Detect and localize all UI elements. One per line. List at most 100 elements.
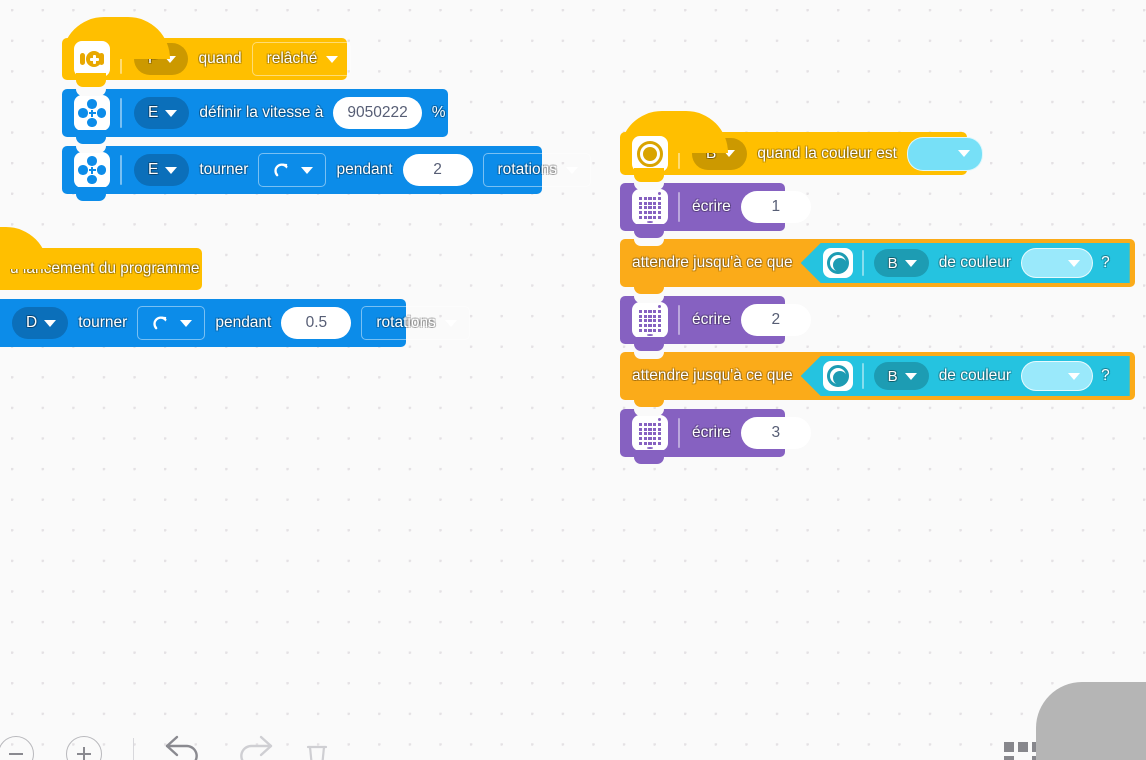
block-write-matrix-2[interactable]: écrire 2 xyxy=(620,296,811,351)
port-label: D xyxy=(26,314,38,331)
chevron-down-icon xyxy=(565,166,578,174)
block-label-when-start: u lancement du programme xyxy=(10,260,200,277)
block-motor-run-rotations[interactable]: D tourner pendant 0.5 rotations xyxy=(0,299,470,347)
chevron-down-icon xyxy=(1068,372,1081,380)
hub-button-icon xyxy=(74,41,110,77)
chevron-down-icon xyxy=(326,55,339,63)
block-when-color-is[interactable]: B quand la couleur est xyxy=(620,111,983,182)
dropdown-value: relâché xyxy=(266,50,318,67)
block-label-ecrire: écrire xyxy=(692,424,731,441)
matrix-text-input[interactable]: 1 xyxy=(740,191,811,223)
bottom-right-panel[interactable] xyxy=(1036,682,1146,760)
block-wait-until-1[interactable]: attendre jusqu'à ce que B de couleur ? xyxy=(620,239,1135,294)
chevron-down-icon xyxy=(1068,259,1081,267)
port-selector-e[interactable]: E xyxy=(134,154,190,186)
motor-icon xyxy=(74,152,110,188)
zoom-out-button[interactable] xyxy=(0,736,34,760)
unit-percent: % xyxy=(431,104,446,121)
block-label-ecrire: écrire xyxy=(692,311,731,328)
block-label-when-color: quand la couleur est xyxy=(757,144,897,162)
toolbar-divider xyxy=(133,738,135,760)
block-label-pendant: pendant xyxy=(336,161,393,178)
redo-icon xyxy=(232,729,278,760)
color-swatch-dropdown[interactable] xyxy=(906,136,983,171)
port-selector-e[interactable]: E xyxy=(134,97,190,129)
chevron-down-icon xyxy=(301,166,314,174)
divider xyxy=(120,155,122,185)
dropdown-unit[interactable]: rotations xyxy=(361,306,470,340)
divider xyxy=(678,418,680,448)
chevron-down-icon xyxy=(164,55,177,63)
boolean-is-color[interactable]: B de couleur ? xyxy=(800,243,1130,283)
port-selector-d[interactable]: D xyxy=(12,307,69,339)
zoom-out-icon xyxy=(0,736,34,760)
block-when-button-released[interactable]: F quand relâché xyxy=(62,17,352,87)
divider xyxy=(861,363,864,389)
rotations-value-input[interactable]: 2 xyxy=(402,154,473,186)
divider xyxy=(678,305,680,335)
block-label-de-couleur: de couleur xyxy=(938,254,1012,271)
dropdown-unit[interactable]: rotations xyxy=(482,153,591,187)
block-label-set-speed: définir la vitesse à xyxy=(199,104,324,121)
hat-dome xyxy=(0,227,48,269)
undo-button[interactable] xyxy=(160,729,206,760)
chevron-down-icon xyxy=(444,319,457,327)
divider xyxy=(120,98,122,128)
color-sensor-icon xyxy=(822,248,853,278)
led-matrix-icon xyxy=(632,189,668,225)
matrix-text-input[interactable]: 3 xyxy=(740,417,811,449)
chevron-down-icon xyxy=(723,150,736,157)
clockwise-icon xyxy=(273,161,292,180)
dropdown-value: rotations xyxy=(376,314,436,331)
port-selector-b[interactable]: B xyxy=(873,362,929,390)
rotations-value-input[interactable]: 0.5 xyxy=(281,307,352,339)
chevron-down-icon xyxy=(957,150,970,157)
port-label: E xyxy=(148,161,159,178)
color-swatch-dropdown[interactable] xyxy=(1021,248,1094,278)
port-selector-b[interactable]: B xyxy=(873,249,929,277)
block-when-program-starts[interactable]: u lancement du programme xyxy=(0,227,202,290)
block-motor-run-rotations[interactable]: E tourner pendant 2 rotations xyxy=(62,146,591,201)
chevron-down-icon xyxy=(44,319,57,327)
color-swatch-dropdown[interactable] xyxy=(1021,361,1094,391)
block-write-matrix-3[interactable]: écrire 3 xyxy=(620,409,811,464)
redo-button[interactable] xyxy=(232,729,278,760)
block-label-pendant: pendant xyxy=(215,314,272,331)
color-sensor-icon xyxy=(822,361,853,391)
question-mark: ? xyxy=(1101,254,1110,271)
speed-value-input[interactable]: 9050222 xyxy=(333,97,422,129)
block-write-matrix-1[interactable]: écrire 1 xyxy=(620,183,811,238)
chevron-down-icon xyxy=(165,109,178,117)
divider xyxy=(120,44,122,74)
port-label: B xyxy=(887,254,898,272)
port-label: B xyxy=(887,367,898,385)
block-label-tourner: tourner xyxy=(199,161,249,178)
dropdown-value: rotations xyxy=(497,161,557,178)
boolean-is-color[interactable]: B de couleur ? xyxy=(800,356,1130,396)
delete-button[interactable] xyxy=(300,737,334,760)
port-label: B xyxy=(706,144,717,162)
chevron-down-icon xyxy=(904,259,917,267)
block-set-motor-speed[interactable]: E définir la vitesse à 9050222 % xyxy=(62,89,448,144)
zoom-in-button[interactable] xyxy=(66,736,102,760)
zoom-in-icon xyxy=(66,736,102,760)
block-wait-until-2[interactable]: attendre jusqu'à ce que B de couleur ? xyxy=(620,352,1135,407)
matrix-text-input[interactable]: 2 xyxy=(740,304,811,336)
color-sensor-icon xyxy=(632,135,668,172)
block-label-ecrire: écrire xyxy=(692,198,731,215)
motor-icon xyxy=(74,95,110,131)
dropdown-direction[interactable] xyxy=(258,153,327,187)
chevron-down-icon xyxy=(904,372,917,380)
dropdown-button-state[interactable]: relâché xyxy=(251,42,352,76)
divider xyxy=(861,250,864,276)
clockwise-icon xyxy=(152,314,171,333)
divider xyxy=(678,192,680,222)
block-label-de-couleur: de couleur xyxy=(938,367,1012,384)
dropdown-direction[interactable] xyxy=(137,306,206,340)
chevron-down-icon xyxy=(180,319,193,327)
undo-icon xyxy=(160,729,206,760)
trash-icon xyxy=(300,737,334,760)
canvas-toolbar xyxy=(0,682,1146,760)
chevron-down-icon xyxy=(165,166,178,174)
